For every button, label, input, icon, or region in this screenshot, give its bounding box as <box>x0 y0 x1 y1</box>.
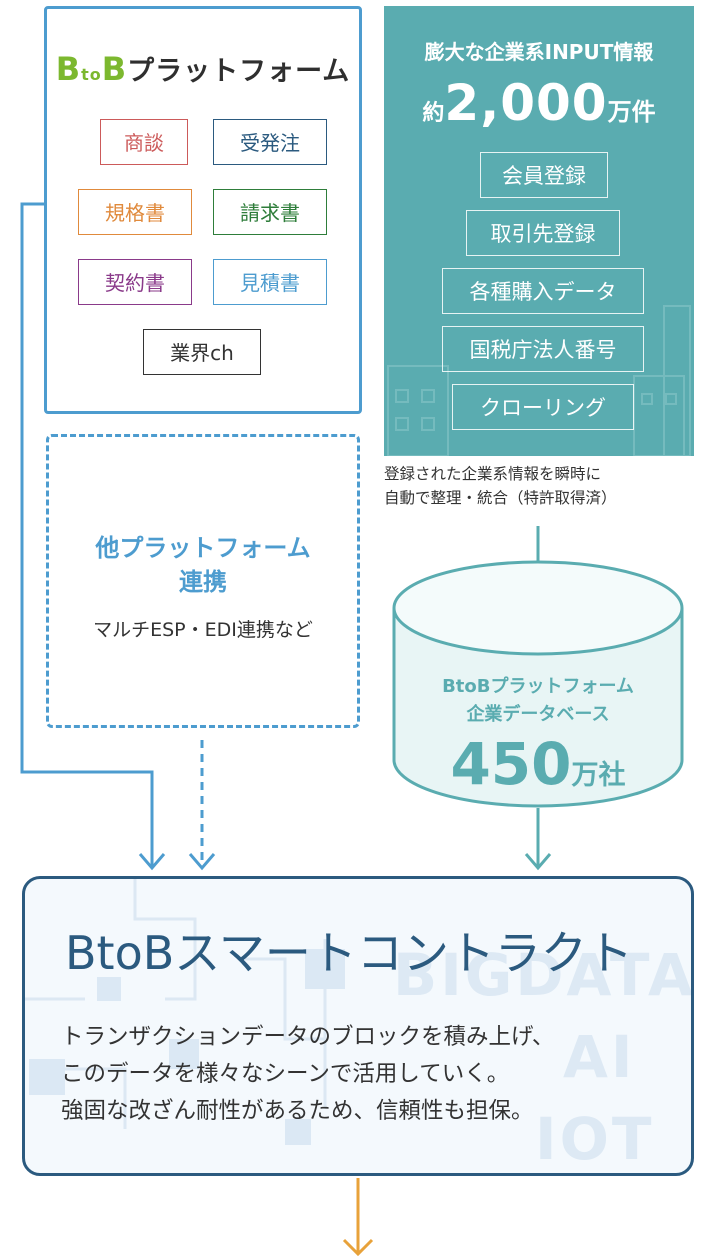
source-crawling: クローリング <box>452 384 634 430</box>
database-sublabel: 企業データベース <box>466 704 610 725</box>
input-caption: 登録された企業系情報を瞬時に 自動で整理・統合（特許取得済） <box>384 465 617 507</box>
other-platform-subtitle: マルチESP・EDI連携など <box>93 619 313 641</box>
output-arrowhead <box>342 1238 374 1257</box>
platform-card: BtoBプラットフォーム 商談 受発注 規格書 請求書 契約書 見積書 業界ch <box>44 6 362 414</box>
smart-contract-box: BIGDATA AI IOT BtoBスマートコントラクト トランザクションデー… <box>22 876 694 1176</box>
platform-arrowhead <box>138 853 166 871</box>
bg-word-iot: IOT <box>535 1105 655 1173</box>
input-panel: 膨大な企業系INPUT情報 約2,000万件 会員登録 取引先登録 各種購入デー… <box>384 6 694 456</box>
circuit-background <box>25 879 345 1145</box>
btob-platform-logo: BtoBプラットフォーム <box>55 50 351 88</box>
service-industry-channel: 業界ch <box>143 329 261 375</box>
service-negotiation: 商談 <box>100 119 188 165</box>
service-ordering: 受発注 <box>213 119 327 165</box>
source-partner-registration: 取引先登録 <box>466 210 620 256</box>
smart-contract-description: トランザクションデータのブロックを積み上げ、 このデータを様々なシーンで活用して… <box>61 1024 555 1124</box>
db-to-contract-arrowhead <box>524 853 552 871</box>
other-platform-title: 他プラットフォーム 連携 <box>95 534 311 596</box>
database-count: 450万社 <box>450 730 626 798</box>
other-platform-arrowhead <box>188 853 216 871</box>
input-count: 約2,000万件 <box>422 74 656 132</box>
service-invoice: 請求書 <box>213 189 327 235</box>
platform-to-contract-connector <box>20 202 154 866</box>
service-contract: 契約書 <box>78 259 192 305</box>
database-label: BtoBプラットフォーム <box>442 676 634 697</box>
other-platform-box: 他プラットフォーム 連携 マルチESP・EDI連携など <box>46 434 360 728</box>
source-purchase-data: 各種購入データ <box>442 268 644 314</box>
source-member-registration: 会員登録 <box>480 152 608 198</box>
bg-word-bigdata: BIGDATA <box>393 941 694 1009</box>
bg-word-ai: AI <box>563 1023 636 1091</box>
service-specification: 規格書 <box>78 189 192 235</box>
database-cylinder <box>392 560 684 808</box>
source-corporate-number: 国税庁法人番号 <box>442 326 644 372</box>
service-estimate: 見積書 <box>213 259 327 305</box>
input-title: 膨大な企業系INPUT情報 <box>424 40 654 64</box>
buildings-background <box>387 305 691 456</box>
smart-contract-title: BtoBスマートコントラクト <box>65 926 633 980</box>
